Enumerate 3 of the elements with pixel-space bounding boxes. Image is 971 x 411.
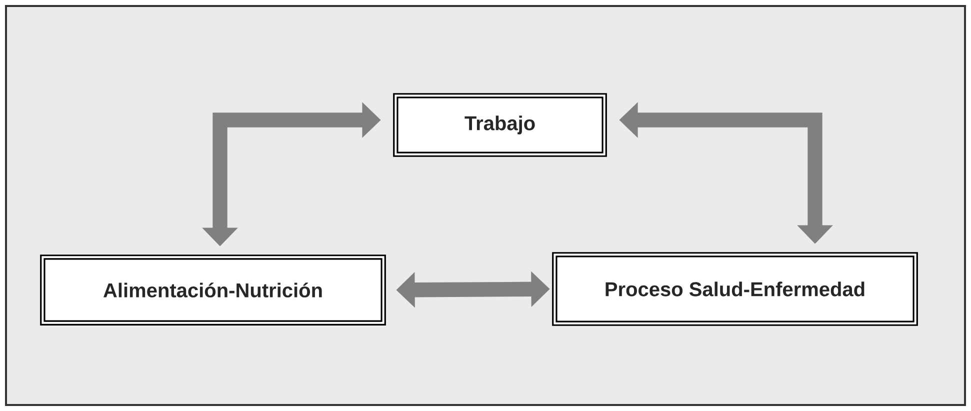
process-box: Alimentación-Nutrición [40, 254, 386, 326]
process-box: Trabajo [393, 93, 607, 157]
process-box: Proceso Salud-Enfermedad [552, 252, 918, 326]
